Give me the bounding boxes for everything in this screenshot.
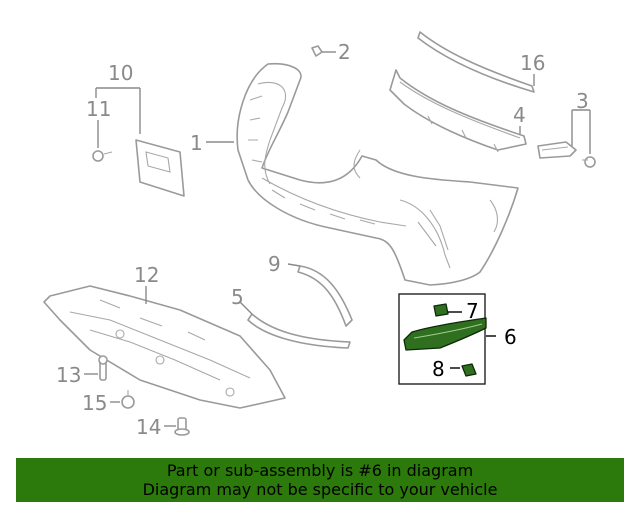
leader-10 [95, 87, 141, 134]
leader-9 [287, 263, 301, 267]
clip-part-13 [98, 355, 108, 381]
side-bracket-part [537, 141, 577, 159]
screw-part-3 [582, 156, 596, 168]
callout-4: 4 [513, 103, 526, 127]
leader-5 [239, 301, 253, 315]
clip-part [311, 45, 323, 57]
callout-8: 8 [432, 357, 445, 381]
callout-13: 13 [56, 363, 81, 387]
banner-line-2: Diagram may not be specific to your vehi… [142, 480, 498, 499]
trim-strip-part-5 [247, 313, 351, 349]
callout-1: 1 [190, 131, 203, 155]
upper-molding-part [417, 31, 535, 93]
clip-part-14 [174, 417, 190, 436]
callout-10: 10 [108, 61, 133, 85]
callout-12: 12 [134, 263, 159, 287]
bumper-cover-part [236, 62, 519, 286]
leader-3 [571, 109, 591, 154]
trim-strip-part-9 [297, 265, 353, 327]
highlighted-bracket-part-6[interactable] [403, 317, 487, 351]
banner-line-1: Part or sub-assembly is #6 in diagram [166, 461, 474, 480]
upper-grille-part [389, 69, 527, 153]
bolt-part-15 [121, 390, 135, 409]
callout-15: 15 [82, 391, 107, 415]
bolt-part-11 [92, 150, 113, 162]
callout-7: 7 [466, 299, 479, 323]
callout-14: 14 [136, 415, 161, 439]
callout-3: 3 [576, 89, 589, 113]
callout-5: 5 [231, 285, 244, 309]
highlighted-clip-part-7[interactable] [433, 303, 449, 317]
info-banner: Part or sub-assembly is #6 in diagram Di… [16, 458, 624, 502]
highlighted-nut-part-8[interactable] [461, 363, 477, 377]
callout-2: 2 [338, 40, 351, 64]
callout-9: 9 [268, 252, 281, 276]
parts-diagram: 1 2 3 4 5 6 7 8 9 10 11 12 13 14 15 16 [43, 31, 596, 439]
under-cover-part [43, 285, 286, 409]
callout-16: 16 [520, 51, 545, 75]
license-bracket-part [135, 139, 185, 197]
callout-6: 6 [504, 325, 517, 349]
callout-11: 11 [86, 97, 111, 121]
